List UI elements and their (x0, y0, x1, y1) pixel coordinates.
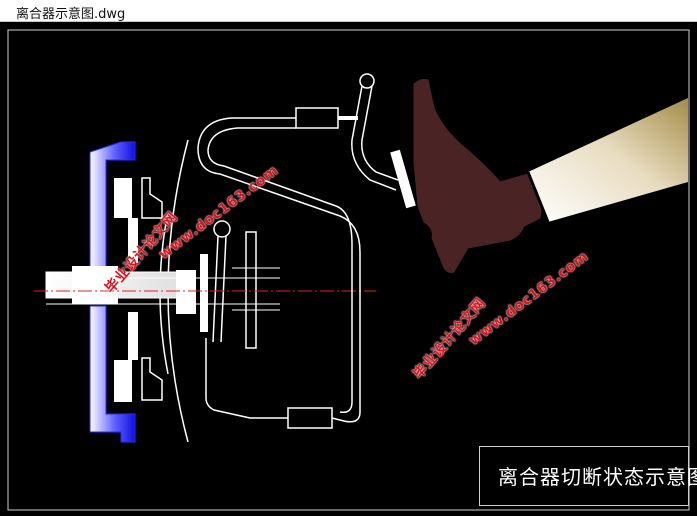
driver-leg (528, 98, 688, 222)
driven-disc-hub-top (128, 218, 138, 264)
pressure-plate-top (141, 177, 163, 219)
flywheel (89, 141, 136, 443)
friction-plate-top (114, 178, 132, 218)
hydraulic-hose-inner (207, 127, 353, 414)
release-fork-arm-a (212, 235, 219, 343)
driven-disc-hub-bottom (128, 312, 138, 360)
release-fork-pivot (213, 220, 231, 238)
hydraulic-hose (197, 117, 361, 423)
drawing-title-block: 离合器切断状态示意图 (479, 446, 697, 506)
drawing-canvas[interactable]: 毕业设计论文网 www.doc163.com 毕业设计论文网 www.doc16… (0, 22, 697, 512)
window-title: 离合器示意图.dwg (16, 7, 126, 22)
pedal-pad (390, 149, 416, 209)
pressure-plate-bottom (141, 357, 163, 401)
clutch-diagram (7, 29, 690, 511)
shaft-hub (72, 266, 118, 304)
master-cylinder (295, 107, 339, 129)
release-sleeve (200, 254, 208, 332)
pedal-arm (351, 85, 399, 191)
title-bar: 离合器示意图.dwg (0, 0, 697, 22)
trouser-hem (526, 171, 550, 223)
friction-plate-bottom (114, 360, 132, 402)
driver-shoe (413, 79, 543, 273)
drawing-frame (7, 29, 690, 511)
slave-cylinder (287, 407, 333, 429)
pedal-pivot-knob (359, 73, 375, 89)
release-bearing (176, 270, 196, 314)
gear-shaft (245, 231, 257, 349)
input-shaft (45, 271, 195, 299)
release-fork-arm-b (220, 235, 227, 343)
drawing-title: 离合器切断状态示意图 (498, 465, 697, 489)
